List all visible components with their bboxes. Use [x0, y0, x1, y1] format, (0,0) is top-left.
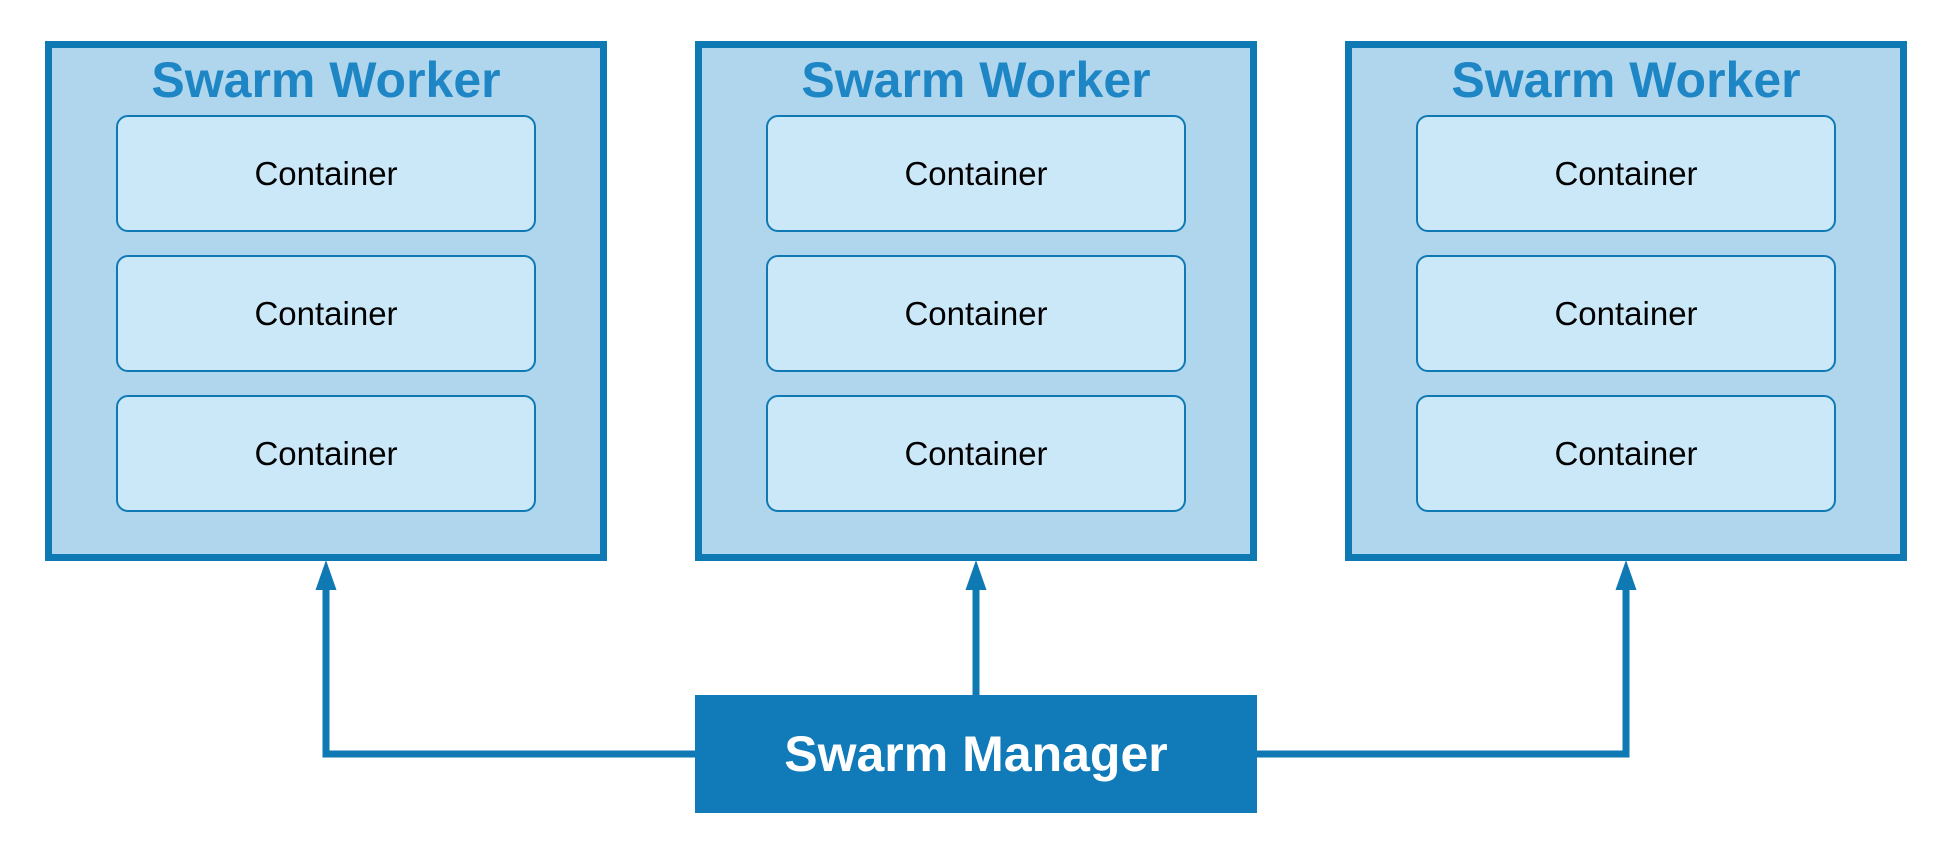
container-node: Container — [1416, 395, 1836, 512]
container-node: Container — [1416, 255, 1836, 372]
arrow-manager-to-worker-3 — [1257, 560, 1637, 758]
container-stack: Container Container Container — [766, 115, 1186, 512]
arrow-shaft — [1257, 589, 1630, 758]
swarm-worker-node-3: Swarm Worker Container Container Contain… — [1345, 41, 1907, 561]
arrow-head-icon — [315, 560, 337, 590]
container-node: Container — [766, 395, 1186, 512]
container-stack: Container Container Container — [116, 115, 536, 512]
arrow-shaft — [322, 589, 695, 758]
container-node: Container — [116, 115, 536, 232]
arrow-manager-to-worker-2 — [965, 560, 987, 697]
container-node: Container — [1416, 115, 1836, 232]
arrow-head-icon — [1615, 560, 1637, 590]
swarm-manager-node: Swarm Manager — [695, 695, 1257, 813]
arrow-head-icon — [965, 560, 987, 590]
container-stack: Container Container Container — [1416, 115, 1836, 512]
container-node: Container — [116, 255, 536, 372]
container-node: Container — [766, 255, 1186, 372]
container-node: Container — [116, 395, 536, 512]
worker-title: Swarm Worker — [151, 52, 501, 108]
container-node: Container — [766, 115, 1186, 232]
swarm-worker-node-1: Swarm Worker Container Container Contain… — [45, 41, 607, 561]
arrow-manager-to-worker-1 — [315, 560, 695, 758]
worker-title: Swarm Worker — [1451, 52, 1801, 108]
worker-title: Swarm Worker — [801, 52, 1151, 108]
swarm-worker-node-2: Swarm Worker Container Container Contain… — [695, 41, 1257, 561]
